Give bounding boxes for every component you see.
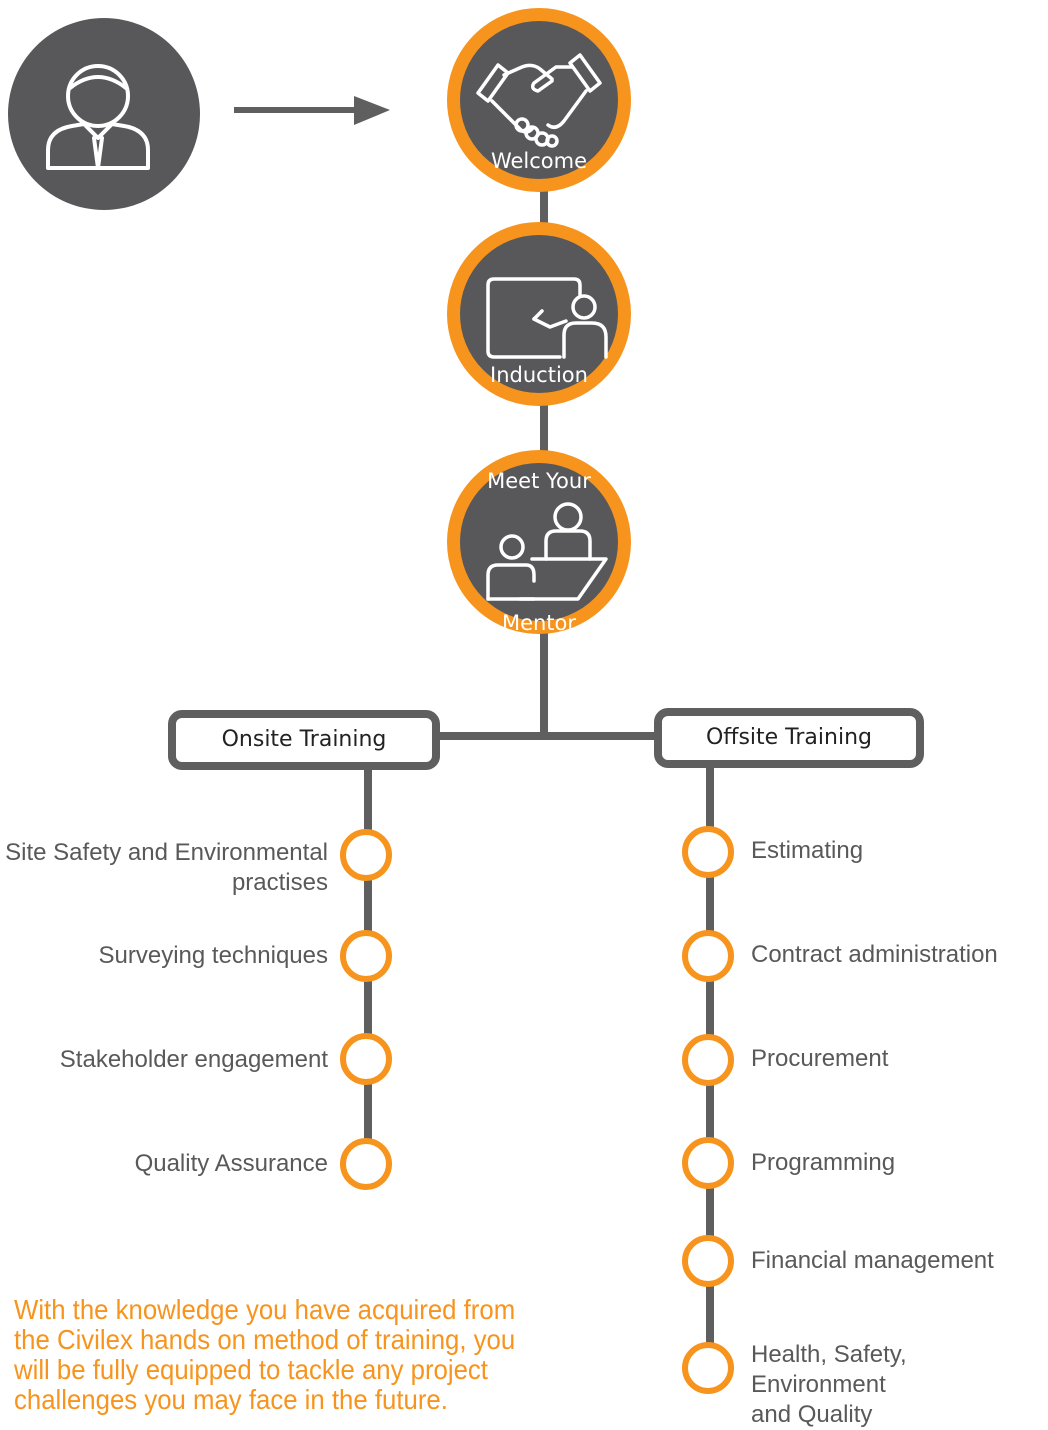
offsite-training-box: Offsite Training: [654, 708, 924, 768]
offsite-item-label: Health, Safety, Environment and Quality: [751, 1340, 1048, 1430]
offsite-item-marker: [682, 1034, 734, 1086]
offsite-item-6-line2: and Quality: [751, 1401, 873, 1428]
welcome-node: Welcome: [447, 8, 631, 192]
offsite-item-6-line1: Health, Safety, Environment: [751, 1341, 907, 1398]
arrow-right-icon: [234, 96, 390, 125]
footer-text: With the knowledge you have acquired fro…: [14, 1294, 516, 1415]
onsite-training-box: Onsite Training: [168, 710, 440, 770]
offsite-item-marker: [682, 1342, 734, 1394]
induction-node: Induction: [447, 222, 631, 406]
user-icon: [46, 64, 150, 170]
onsite-item-label: Site Safety and Environmental practises: [5, 838, 328, 898]
mentor-node: Meet Your Mentor: [447, 450, 631, 635]
mentor-meeting-icon: [486, 502, 608, 601]
presentation-icon: [486, 277, 608, 359]
offsite-item-marker: [682, 930, 734, 982]
onsite-item-label: Stakeholder engagement: [59, 1046, 328, 1073]
branch-connector-line: [370, 732, 715, 740]
offsite-item-label: Contract administration: [751, 941, 998, 968]
mentor-label-bottom: Mentor: [501, 611, 577, 635]
offsite-item-label: Financial management: [751, 1247, 994, 1274]
welcome-label: Welcome: [490, 149, 588, 173]
onsite-item-marker: [340, 1138, 392, 1190]
onsite-item-label: Quality Assurance: [134, 1150, 328, 1177]
offsite-item-marker: [682, 1235, 734, 1287]
onsite-item-1-line1: Site Safety and Environmental: [5, 839, 328, 866]
offsite-training-title: Offsite Training: [705, 725, 872, 750]
offsite-item-label: Estimating: [751, 837, 864, 864]
onsite-item-marker: [340, 829, 392, 881]
mentor-label-top: Meet Your: [487, 469, 591, 493]
onsite-item-label: Surveying techniques: [98, 942, 328, 969]
offsite-item-label: Programming: [751, 1149, 896, 1176]
handshake-icon: [476, 53, 602, 148]
user-avatar: [8, 18, 200, 210]
offsite-item-marker: [682, 1137, 734, 1189]
onsite-training-title: Onsite Training: [221, 727, 387, 752]
offsite-item-marker: [682, 826, 734, 878]
onsite-item-marker: [340, 930, 392, 982]
onsite-item-marker: [340, 1033, 392, 1085]
onsite-item-1-line2: practises: [231, 869, 328, 896]
induction-label: Induction: [490, 363, 588, 387]
offsite-item-label: Procurement: [751, 1045, 889, 1072]
